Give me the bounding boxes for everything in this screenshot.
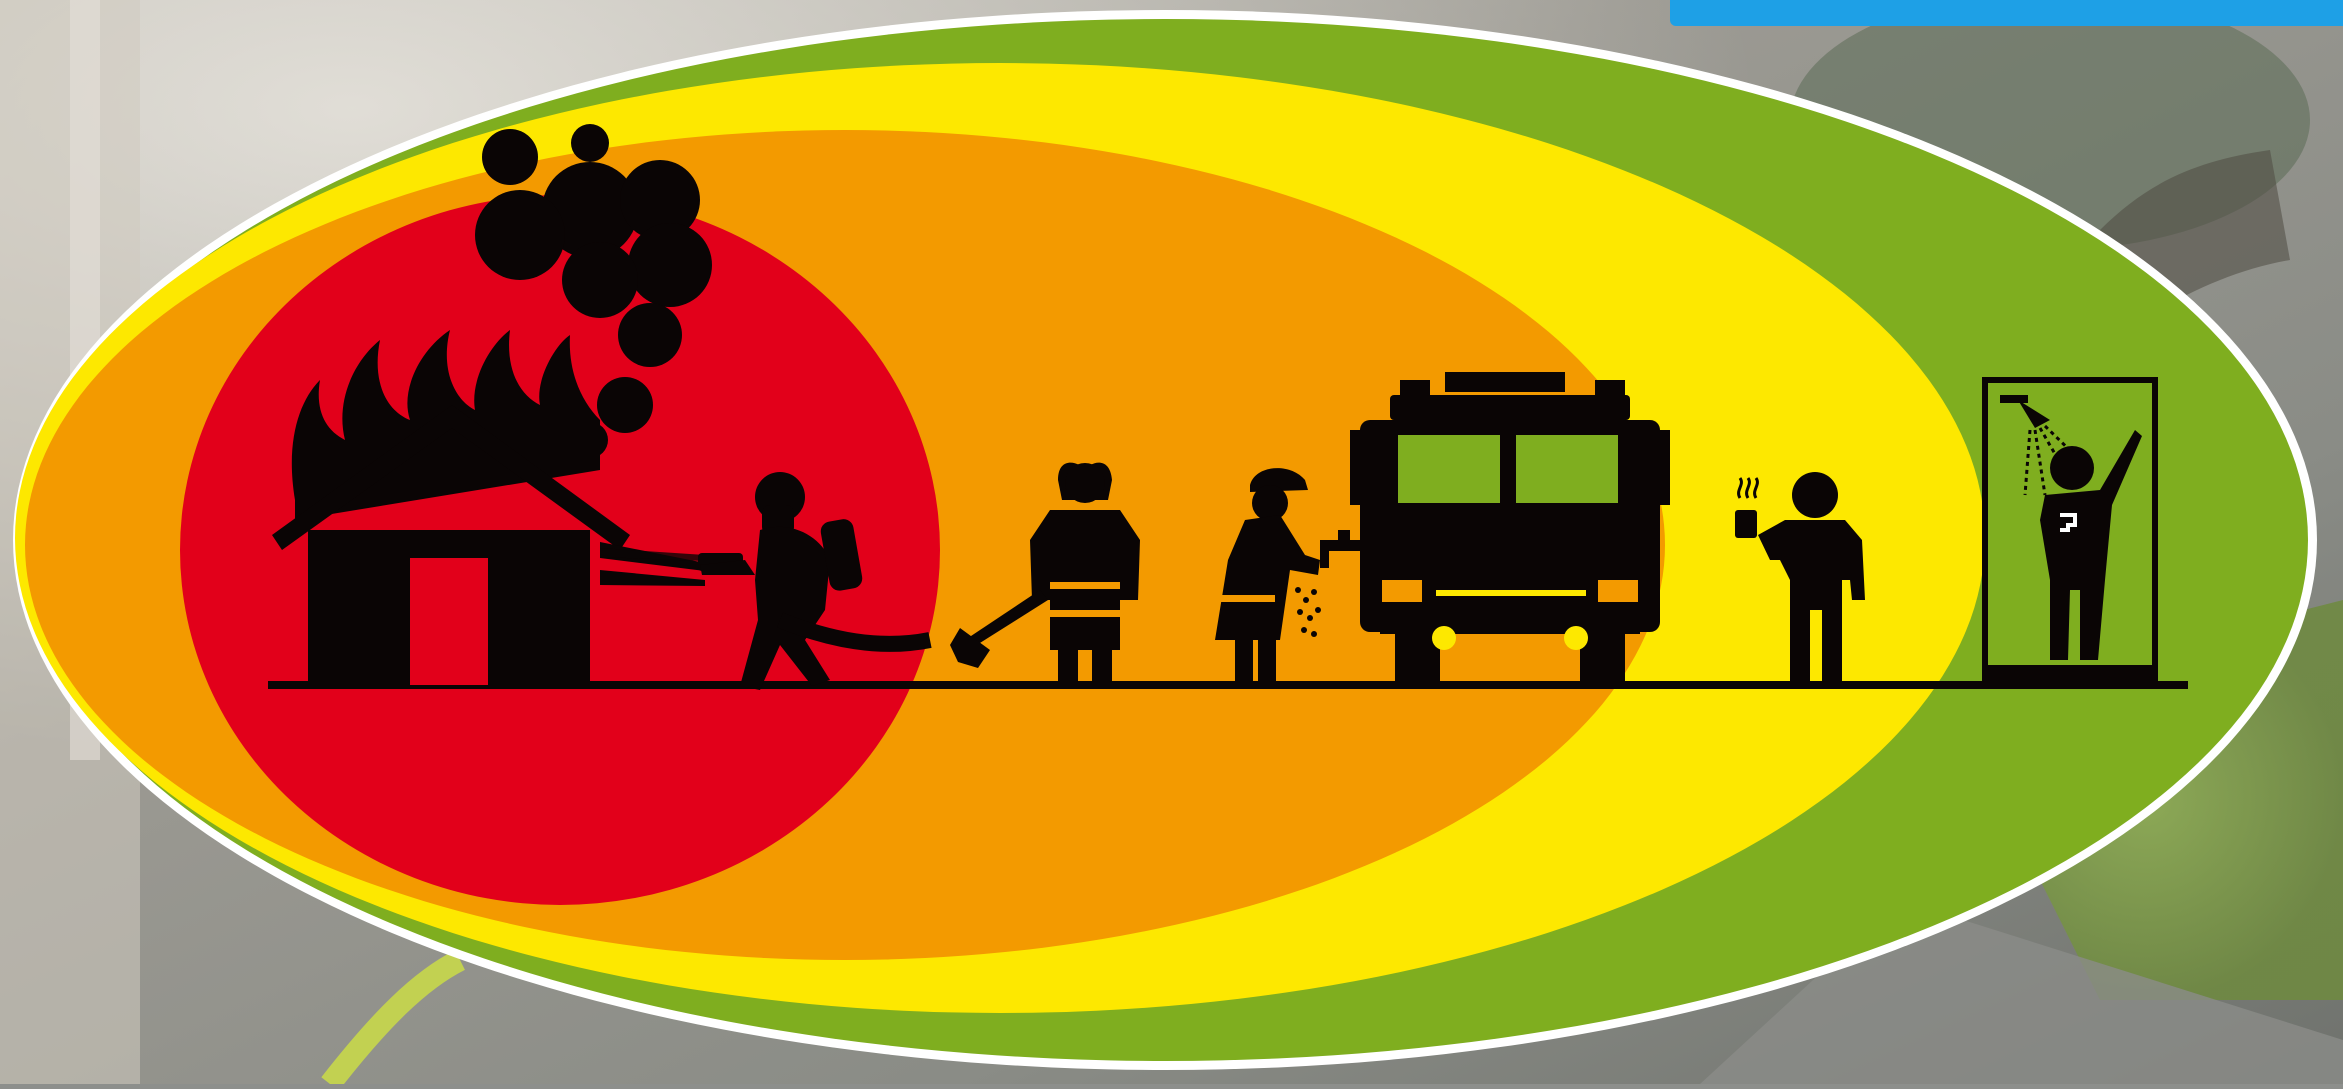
blue-banner — [1670, 0, 2343, 26]
